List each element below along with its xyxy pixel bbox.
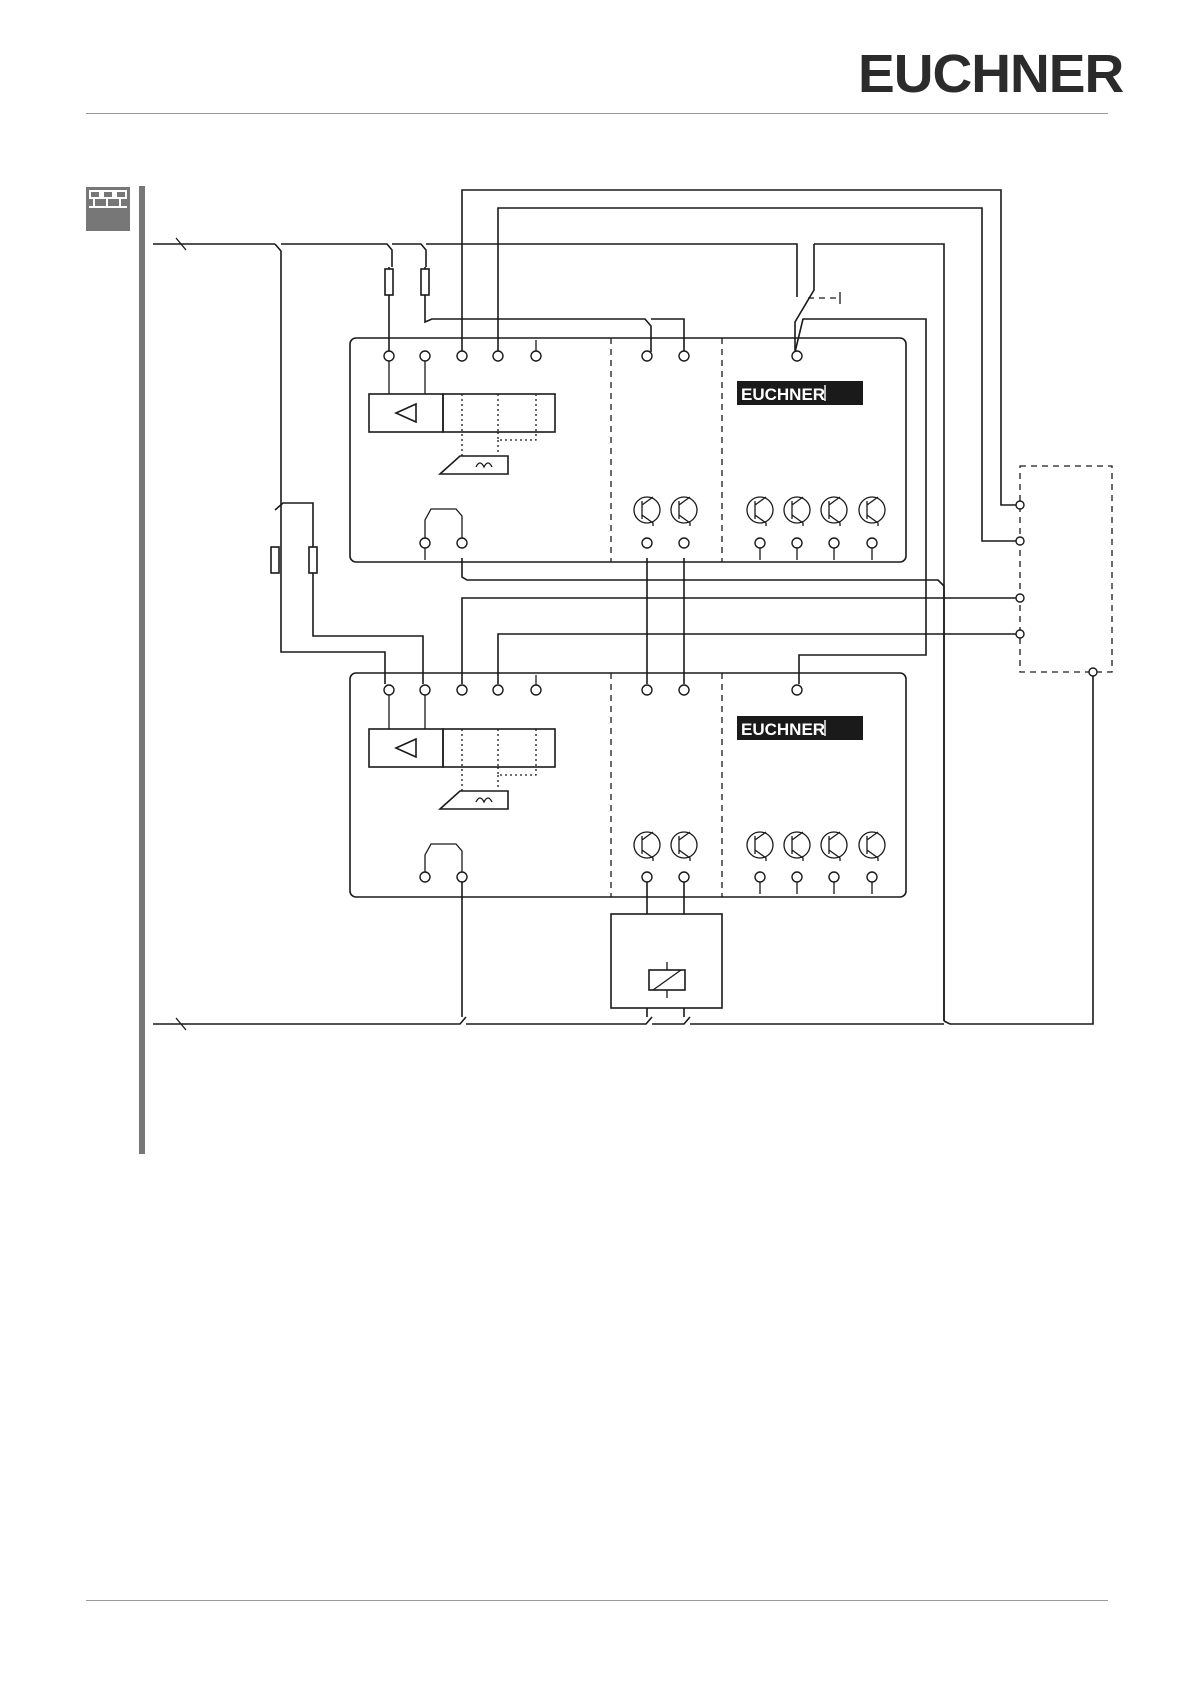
transistor xyxy=(747,832,773,861)
module-1: EUCHNER xyxy=(350,338,906,562)
footer-rule xyxy=(86,1600,1108,1601)
supply-rail-top xyxy=(153,238,944,1021)
module-1-power-block xyxy=(369,361,555,474)
transistor xyxy=(634,832,660,861)
transistor xyxy=(859,832,885,861)
fuses xyxy=(271,267,684,684)
supply-rail-bottom xyxy=(153,672,1093,1030)
transistor xyxy=(821,832,847,861)
module-2-top-terminals xyxy=(384,675,802,695)
fuse-3 xyxy=(271,547,279,573)
transistor xyxy=(634,497,660,526)
transistor xyxy=(784,497,810,526)
module-2: EUCHNER xyxy=(350,673,906,1017)
module-2-badge: EUCHNER xyxy=(737,716,863,740)
fuse-4 xyxy=(309,547,317,573)
transistor xyxy=(821,497,847,526)
module-1-brand-label: EUCHNER xyxy=(741,385,825,404)
transistor xyxy=(747,497,773,526)
transistor xyxy=(859,497,885,526)
module-1-top-terminals xyxy=(384,340,802,361)
transistor xyxy=(671,497,697,526)
transistor xyxy=(784,832,810,861)
fuse-2 xyxy=(421,269,429,295)
module-2-power-block xyxy=(369,695,555,809)
module-2-brand-label: EUCHNER xyxy=(741,720,825,739)
load-relay xyxy=(611,882,722,1017)
module-1-badge: EUCHNER xyxy=(737,381,863,405)
external-device xyxy=(1016,466,1112,676)
fuse-1 xyxy=(385,269,393,295)
module-2-relay-contact xyxy=(420,844,467,1017)
module-2-transistors xyxy=(634,832,885,894)
module-1-transistors xyxy=(634,497,885,560)
transistor xyxy=(671,832,697,861)
module-1-relay-contact xyxy=(420,509,467,560)
